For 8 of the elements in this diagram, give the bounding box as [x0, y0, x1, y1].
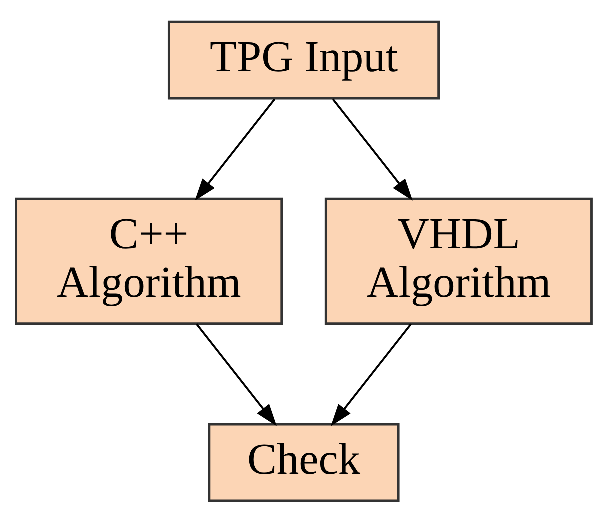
node-box: Check	[208, 423, 400, 502]
arrow	[195, 98, 276, 201]
arrow	[332, 98, 413, 201]
node-box: TPG Input	[168, 20, 440, 100]
arrow	[331, 324, 412, 426]
node-box: C++ Algorithm	[15, 198, 284, 326]
arrow	[196, 324, 277, 426]
node-box: VHDL Algorithm	[324, 198, 593, 326]
